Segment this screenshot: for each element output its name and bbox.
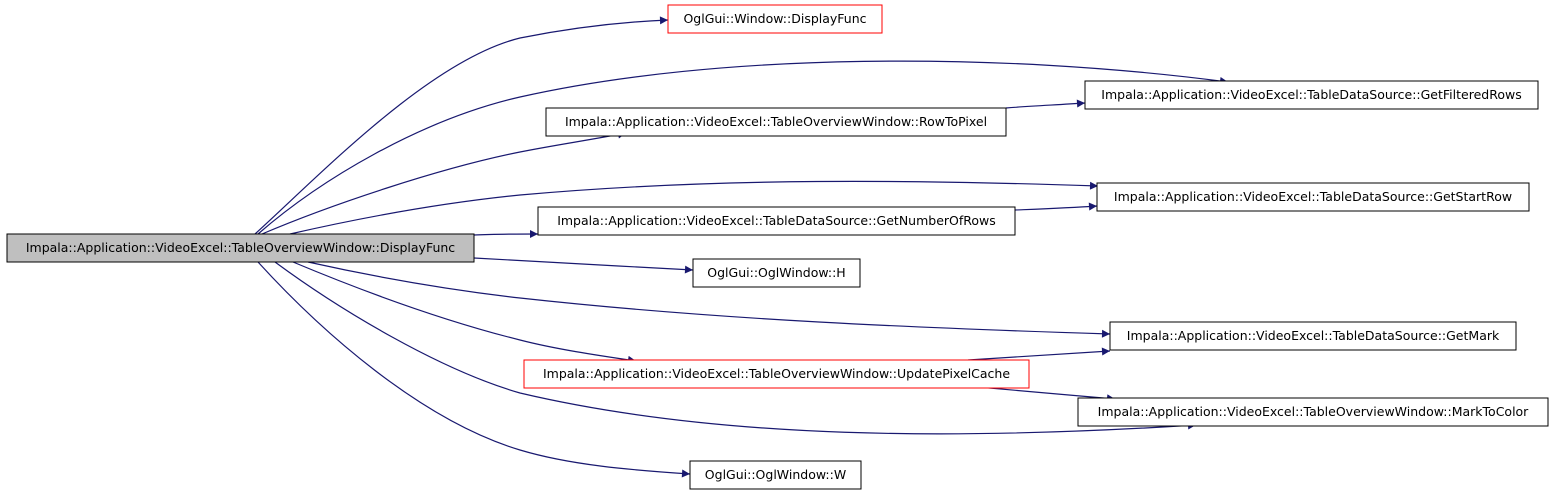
node-oglgui-window-displayfunc[interactable]: OglGui::Window::DisplayFunc: [667, 4, 883, 34]
node-label: Impala::Application::VideoExcel::TableDa…: [557, 213, 996, 228]
edge-rowtopixel-to-getfilteredrows: [1005, 99, 1086, 109]
node-label: OglGui::Window::DisplayFunc: [683, 11, 866, 26]
node-label: OglGui::OglWindow::W: [705, 467, 846, 482]
node-oglwindow-w[interactable]: OglGui::OglWindow::W: [689, 460, 862, 490]
edge-getnumberofrows-to-getstartrow: [1014, 202, 1098, 211]
node-oglwindow-h[interactable]: OglGui::OglWindow::H: [692, 258, 861, 288]
node-label: Impala::Application::VideoExcel::TableDa…: [1114, 189, 1512, 204]
edge-root-to-rowtopixel: [261, 130, 627, 235]
node-label: Impala::Application::VideoExcel::TableOv…: [1098, 404, 1530, 419]
node-label: Impala::Application::VideoExcel::TableDa…: [1127, 328, 1500, 343]
edge-root-to-updatepixelcache: [292, 261, 637, 364]
node-label: Impala::Application::VideoExcel::TableDa…: [1101, 87, 1521, 102]
node-getmark[interactable]: Impala::Application::VideoExcel::TableDa…: [1109, 321, 1517, 351]
node-marktocolor[interactable]: Impala::Application::VideoExcel::TableOv…: [1077, 397, 1549, 427]
node-rowtopixel[interactable]: Impala::Application::VideoExcel::TableOv…: [545, 107, 1007, 137]
edge-root-to-w: [257, 261, 691, 478]
node-getstartrow[interactable]: Impala::Application::VideoExcel::TableDa…: [1096, 182, 1530, 212]
edge-root-to-getfilteredrows: [257, 60, 1229, 235]
node-getfilteredrows[interactable]: Impala::Application::VideoExcel::TableDa…: [1084, 80, 1539, 110]
node-root-displayfunc[interactable]: Impala::Application::VideoExcel::TableOv…: [6, 233, 475, 263]
node-getnumberofrows[interactable]: Impala::Application::VideoExcel::TableDa…: [537, 206, 1016, 236]
edge-root-to-marktocolor: [274, 261, 1197, 435]
edge-root-to-getnumberofrows: [473, 230, 539, 239]
node-label: Impala::Application::VideoExcel::TableOv…: [26, 240, 455, 255]
edge-root-to-h: [473, 257, 694, 274]
edge-updatepixelcache-to-getmark: [967, 347, 1111, 361]
node-label: Impala::Application::VideoExcel::TableOv…: [543, 366, 1010, 381]
nodes: Impala::Application::VideoExcel::TableOv…: [6, 4, 1549, 490]
node-label: Impala::Application::VideoExcel::TableOv…: [565, 114, 987, 129]
edge-root-to-oglgui-window-displayfunc: [254, 16, 669, 235]
edge-root-to-getmark: [307, 261, 1111, 338]
edge-root-to-getstartrow: [289, 180, 1099, 235]
edge-updatepixelcache-to-marktocolor: [977, 386, 1116, 403]
node-updatepixelcache[interactable]: Impala::Application::VideoExcel::TableOv…: [523, 359, 1030, 389]
node-label: OglGui::OglWindow::H: [707, 265, 845, 280]
